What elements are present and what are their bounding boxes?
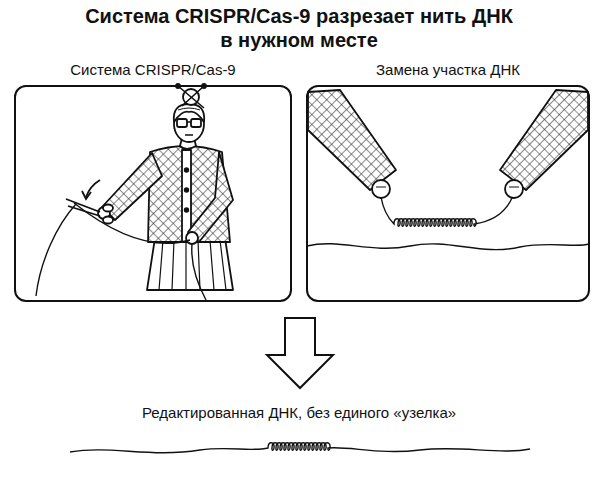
scissors <box>86 180 100 197</box>
grandma-figure <box>98 84 233 290</box>
grandma-figure <box>188 152 233 242</box>
title: Система CRISPR/Cas-9 разрезает нить ДНК … <box>78 4 520 52</box>
dna-thread <box>74 203 190 243</box>
down-arrow <box>267 318 333 388</box>
grandma-figure <box>178 86 204 108</box>
grandma-figure <box>185 188 189 192</box>
grandma-figure <box>185 122 193 135</box>
hands <box>308 90 588 198</box>
dna-thread <box>70 443 530 453</box>
hands <box>376 186 519 187</box>
dna-thread <box>36 204 76 296</box>
grandma-figure <box>185 208 189 212</box>
dna-thread <box>307 244 589 250</box>
panel: Система CRISPR/Cas-9 <box>14 60 292 302</box>
dna-thread <box>307 197 589 250</box>
panel-frame <box>306 85 590 302</box>
panel: Замена участка ДНК <box>306 60 590 302</box>
grandma-figure <box>185 168 189 172</box>
scissors <box>82 191 91 199</box>
grandma-figure <box>186 232 198 244</box>
hands <box>308 90 396 190</box>
grandma-figure <box>102 153 162 220</box>
grandma-figure <box>147 238 233 290</box>
panel-heading: Система CRISPR/Cas-9 <box>14 60 292 82</box>
panel-frame <box>14 85 292 302</box>
dna-thread <box>192 244 206 300</box>
grandma-figure <box>191 119 201 127</box>
scissors <box>66 199 100 216</box>
dna-thread <box>36 203 206 300</box>
scissors <box>103 217 113 224</box>
hands <box>505 180 523 198</box>
hands <box>372 180 390 198</box>
caption-text: Редактированная ДНК, без единого «узелка… <box>0 403 598 423</box>
scissors <box>103 205 113 212</box>
dna-thread <box>381 197 512 226</box>
hands <box>500 90 588 190</box>
panel-heading: Замена участка ДНК <box>306 60 590 82</box>
grandma-figure <box>182 150 191 242</box>
grandma-figure <box>178 108 200 110</box>
scissors <box>66 180 113 224</box>
grandma-figure <box>177 119 187 127</box>
